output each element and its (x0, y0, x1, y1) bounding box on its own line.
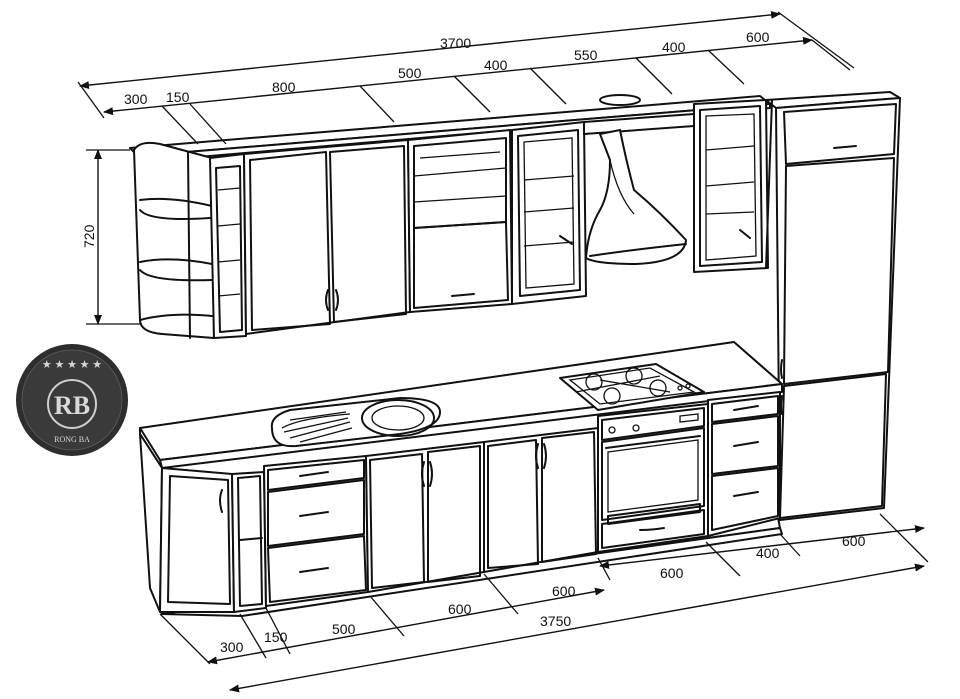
narrow-open-shelf (209, 153, 247, 339)
upper-glass-cabinet-left (511, 121, 587, 305)
dimension-labels: 3700 300 150 800 500 400 550 400 600 720… (81, 29, 866, 655)
corner-open-shelf (133, 141, 215, 339)
dim-bottom-600a: 600 (660, 565, 684, 581)
dim-bottom-total: 3750 (540, 613, 571, 629)
sink (270, 397, 441, 448)
upper-shelf-cabinet (407, 129, 513, 313)
dim-top-400a: 400 (484, 57, 508, 73)
dim-bottom-400: 400 (756, 545, 780, 561)
oven-cabinet (597, 403, 709, 553)
dim-top-500: 500 (398, 65, 422, 81)
dim-top-150: 150 (166, 89, 190, 105)
dim-top-total: 3700 (440, 35, 471, 51)
range-hood (583, 94, 695, 265)
dim-bottom-300: 300 (220, 639, 244, 655)
brand-logo: ★ ★ ★ ★ ★ RB RONG BA (16, 344, 128, 456)
tall-cabinet (765, 91, 901, 521)
dim-bottom-600c: 600 (448, 601, 472, 617)
narrow-base-cabinet (231, 471, 267, 613)
logo-stars: ★ ★ ★ ★ ★ (42, 359, 102, 371)
dim-bottom-500: 500 (332, 621, 356, 637)
drawer-base-cabinet (263, 455, 369, 607)
dim-top-600: 600 (746, 29, 770, 45)
base-double-door-left (365, 441, 485, 593)
upper-cabinets (129, 94, 771, 339)
gas-hob (559, 363, 705, 411)
dimension-lines (77, 10, 929, 693)
dim-bottom-150: 150 (264, 629, 288, 645)
drawer-base-cabinet-right (707, 391, 781, 537)
upper-double-door (243, 139, 411, 335)
dim-bottom-600b: 600 (842, 533, 866, 549)
corner-base-cabinet (139, 433, 235, 613)
dim-bottom-600d: 600 (552, 583, 576, 599)
dim-top-550: 550 (574, 47, 598, 63)
upper-glass-cabinet-right (693, 99, 769, 273)
base-double-door-right (483, 427, 599, 573)
logo-name: RONG BA (54, 435, 90, 444)
dim-top-800: 800 (272, 79, 296, 95)
dim-height: 720 (81, 224, 97, 248)
dim-top-300: 300 (124, 91, 148, 107)
dim-top-400b: 400 (662, 39, 686, 55)
logo-initials: RB (54, 391, 90, 420)
